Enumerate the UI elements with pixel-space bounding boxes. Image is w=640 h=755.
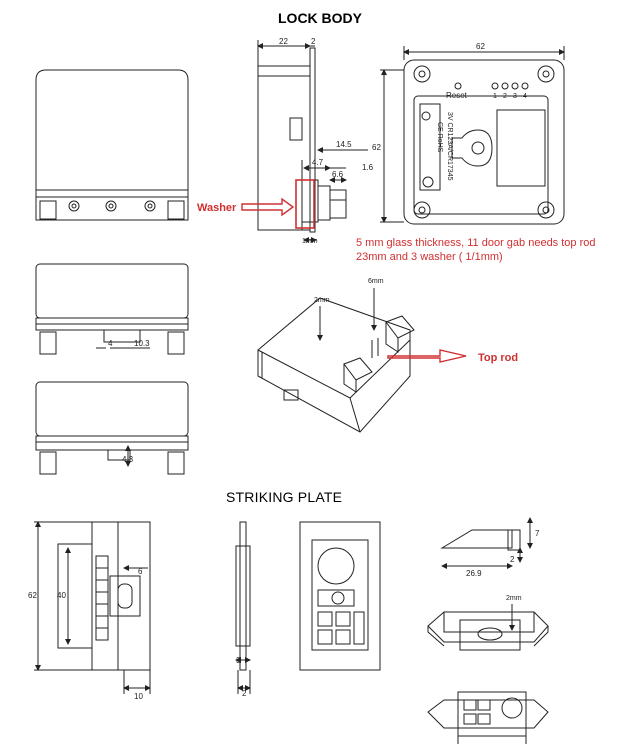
washer-highlight [295,179,315,229]
dim-10-3: 10.3 [134,339,150,348]
dim-14-5: 14.5 [336,140,352,149]
lock-back-view [380,46,565,225]
installation-note: 5 mm glass thickness, 11 door gab needs … [356,237,596,263]
washer-label: Washer [197,202,237,214]
dim-sp-2mm: 2mm [506,595,522,602]
lock-bottom-view [35,381,189,475]
top-rod-label: Top rod [478,352,519,364]
striking-back-view [299,521,381,671]
dim-sp-3: 3 [236,656,241,665]
lock-isometric-view [257,288,415,433]
striking-isometric-top [427,604,549,651]
dim-4-3: 4.3 [122,455,134,464]
dim-iso-6mm: 6mm [368,278,384,285]
battery-label: 3V CR123A/CR17345 [446,112,453,181]
dim-iso-2mm: 2mm [314,297,330,304]
striking-front-view [34,521,151,694]
led-label-4: 4 [523,93,527,100]
led-label-2: 2 [503,93,507,100]
dim-front-height: 62 [372,143,381,152]
dim-sp-2b: 2 [510,555,515,564]
lock-front-view [35,69,189,221]
striking-side-view [235,521,251,694]
dim-4: 4 [108,339,113,348]
lock-side-view [257,40,368,243]
dim-sp-2: 2 [242,689,247,698]
dim-4-7: 4.7 [312,158,324,167]
dim-6-6: 6.6 [332,170,344,179]
washer-arrow [241,197,295,217]
dim-sp-6: 6 [138,567,143,576]
striking-plate-title: STRIKING PLATE [226,489,343,505]
dim-side-width: 22 [279,37,288,46]
dim-sp-26-9: 26.9 [466,569,482,578]
dim-sp-10: 10 [134,692,143,701]
dim-front-width: 62 [476,42,485,51]
dim-sp-7: 7 [535,529,540,538]
dim-side-plate: 2 [311,37,316,46]
striking-isometric-bottom [427,691,549,744]
striking-profile-view [440,517,533,569]
dim-sp-40: 40 [57,591,66,600]
led-label-3: 3 [513,93,517,100]
top-rod-arrow [387,349,467,363]
certification-marks: CE RoHS [436,122,443,153]
lock-top-view [35,263,189,355]
dim-1-6: 1.6 [362,163,374,172]
led-label-1: 1 [493,93,497,100]
dim-sp-62: 62 [28,591,37,600]
lock-body-title: LOCK BODY [278,10,362,26]
reset-label: Reset [446,91,468,100]
dim-1mm: 1mm [302,238,318,245]
